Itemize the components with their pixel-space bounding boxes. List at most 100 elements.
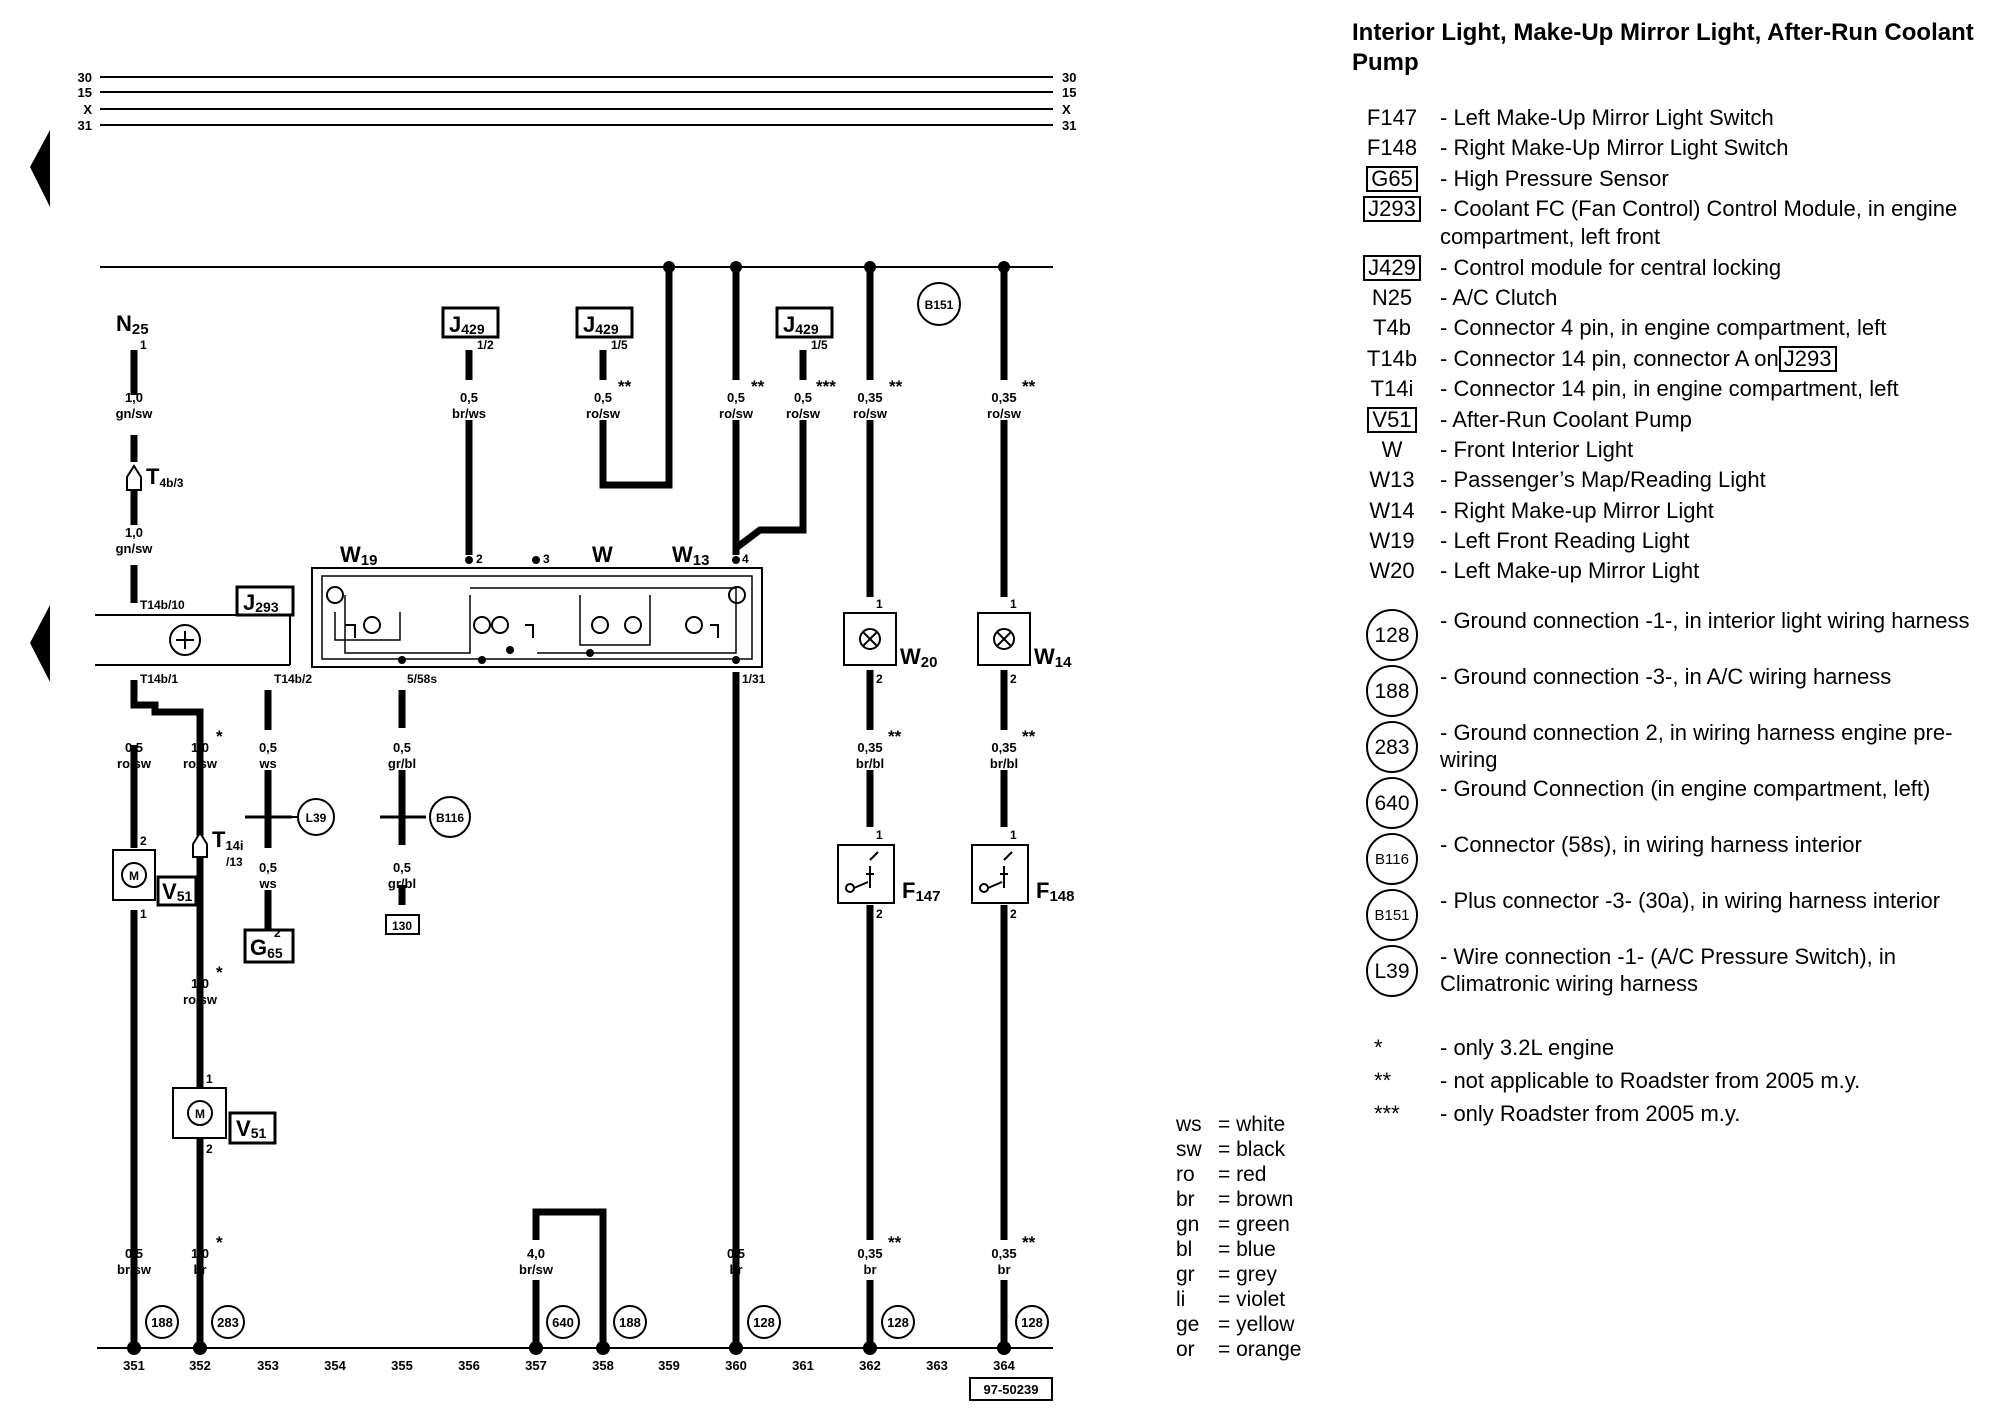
legend-note-row: *- only 3.2L engine: [1352, 1031, 1992, 1064]
legend-code-text: W13: [1369, 467, 1415, 493]
terminal-130-box: 130: [385, 914, 420, 935]
pin-label: 1: [876, 597, 883, 611]
ground-640: [546, 1305, 580, 1339]
svg-text:J429: J429: [449, 312, 485, 337]
f148-switch: [971, 844, 1029, 904]
legend-note-mark: *: [1374, 1035, 1383, 1061]
wire-color: br/sw: [117, 1262, 152, 1277]
legend-code-text: W14: [1369, 497, 1415, 523]
track-number: 352: [189, 1358, 211, 1373]
f147-label: F147: [902, 878, 940, 905]
color-key-row: li= violet: [1176, 1288, 1286, 1311]
wire-color: br/sw: [519, 1262, 554, 1277]
ground-128: [1015, 1305, 1049, 1339]
svg-text:128: 128: [1021, 1315, 1043, 1330]
legend-description: - Right Make-up Mirror Light: [1432, 497, 1992, 525]
wire-size: 0,5: [727, 1246, 745, 1261]
pin-label: 1: [140, 338, 147, 352]
legend-ground-row: 188- Ground connection -3-, in A/C wirin…: [1352, 663, 1992, 719]
wire-note: **: [1022, 377, 1036, 396]
track-number: 354: [324, 1358, 346, 1373]
wire-note: **: [618, 377, 632, 396]
wire-size: 0,35: [857, 1246, 882, 1261]
w14-lamp: [977, 612, 1031, 666]
svg-text:V51: V51: [162, 879, 192, 904]
w14-label: W14: [1034, 644, 1072, 671]
wire-color-key: ws= white sw= black ro= red br= brown gn…: [1176, 1112, 1302, 1362]
legend-component-row: T14i- Connector 14 pin, in engine compar…: [1352, 375, 1992, 403]
svg-text:T4b/3: T4b/3: [146, 464, 184, 490]
previous-page-arrow-icon[interactable]: [30, 605, 50, 682]
svg-text:M: M: [195, 1107, 205, 1121]
legend-note-mark: ***: [1374, 1101, 1400, 1127]
pin-label: 2: [876, 907, 883, 921]
ground-symbol-icon: L39: [1366, 945, 1418, 998]
legend-code-text: W: [1381, 436, 1403, 462]
svg-text:V51: V51: [236, 1116, 266, 1141]
w20-label: W20: [900, 644, 937, 671]
rail-label: 30: [78, 70, 92, 85]
svg-text:2: 2: [274, 926, 281, 940]
pin-label: 3: [543, 552, 550, 566]
wire-size: 0,5: [727, 390, 745, 405]
wire-color: ro/sw: [183, 992, 218, 1007]
track-number: 363: [926, 1358, 948, 1373]
legend-code: W: [1352, 436, 1432, 464]
legend-description: - Right Make-Up Mirror Light Switch: [1432, 134, 1992, 162]
legend-component-row: J293- Coolant FC (Fan Control) Control M…: [1352, 195, 1992, 251]
wire-color: br: [730, 1262, 743, 1277]
j293-module: J293: [95, 585, 295, 666]
pin-label: 1: [876, 828, 883, 842]
wire-size: 0,35: [991, 390, 1016, 405]
legend-description: - Front Interior Light: [1432, 436, 1992, 464]
legend-note-row: **- not applicable to Roadster from 2005…: [1352, 1064, 1992, 1097]
pin-label: 1/31: [742, 672, 766, 686]
legend-component-row: W13 - Passenger’s Map/Reading Light: [1352, 466, 1992, 494]
wires: [130, 267, 1008, 1348]
track-number: 355: [391, 1358, 413, 1373]
track-number: 356: [458, 1358, 480, 1373]
svg-text:M: M: [129, 869, 139, 883]
t14i-connector: T14i /13: [192, 827, 244, 869]
rail-label: 30: [1062, 70, 1076, 85]
t4b-connector: T4b/3: [126, 464, 184, 491]
legend-description-text: - A/C Clutch: [1440, 284, 1558, 310]
legend-code-text: F148: [1366, 135, 1418, 161]
svg-text:J429: J429: [583, 312, 619, 337]
legend-description: - Wire connection -1- (A/C Pressure Swit…: [1440, 944, 1897, 997]
legend-description-text: - Passenger’s Map/Reading Light: [1440, 467, 1766, 493]
rail-label: X: [83, 102, 92, 117]
track-number: 362: [859, 1358, 881, 1373]
color-key-row: gr= grey: [1176, 1263, 1277, 1286]
wire-size: 0,5: [794, 390, 812, 405]
legend-code: J293: [1352, 195, 1432, 223]
legend-code: T14i: [1352, 375, 1432, 403]
j429-box: J429: [775, 306, 834, 339]
color-key-row: br= brown: [1176, 1188, 1294, 1211]
wire-color: ro/sw: [586, 406, 621, 421]
wire-size: 0,5: [259, 860, 277, 875]
legend-description: - Ground connection -3-, in A/C wiring h…: [1440, 664, 1892, 690]
legend-code-text: J293: [1363, 196, 1421, 223]
legend-code-text: J429: [1363, 254, 1421, 281]
wire-size: 0,5: [259, 740, 277, 755]
j429-box: J429: [441, 306, 500, 339]
legend-description-text: - Right Make-up Mirror Light: [1440, 497, 1714, 523]
g65-sensor: G65 2: [243, 926, 295, 964]
svg-text:T14i: T14i: [212, 827, 244, 853]
f147-switch: [837, 844, 895, 904]
wire-size: 1,0: [191, 1246, 209, 1261]
track-number: 360: [725, 1358, 747, 1373]
legend-code: 128: [1352, 607, 1432, 663]
legend-description: - Left Front Reading Light: [1432, 527, 1992, 555]
pin-label: 2: [206, 1142, 213, 1156]
legend-ground-row: B116- Connector (58s), in wiring harness…: [1352, 831, 1992, 887]
pin-label: 2: [140, 834, 147, 848]
legend-component-row: T4b- Connector 4 pin, in engine compartm…: [1352, 314, 1992, 342]
legend-ground-row: L39 - Wire connection -1- (A/C Pressure S…: [1352, 943, 1992, 999]
previous-page-arrow-icon[interactable]: [30, 130, 50, 207]
l39-tap: L39: [245, 798, 335, 836]
wire-size: 0,5: [125, 740, 143, 755]
